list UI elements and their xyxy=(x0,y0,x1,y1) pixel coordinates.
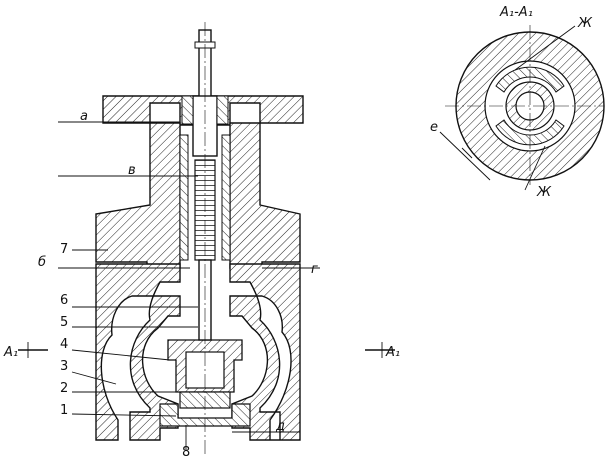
sleeve-left xyxy=(179,134,189,261)
letter-e: е xyxy=(430,120,438,135)
letter-v: в xyxy=(128,163,136,178)
section-title: A₁-A₁ xyxy=(499,5,533,20)
seat-ring xyxy=(159,403,251,427)
letter-zh-bottom: Ж xyxy=(536,185,552,200)
cut-label-right: A₁ xyxy=(385,345,400,360)
bonnet-left xyxy=(95,122,181,269)
letter-zh-top: Ж xyxy=(577,16,593,31)
body-right xyxy=(229,263,301,441)
leaders xyxy=(58,121,320,450)
sleeve-right xyxy=(221,134,231,261)
bonnet-right xyxy=(229,122,301,269)
section-a1 xyxy=(439,25,605,191)
packing-nut-right xyxy=(216,95,229,125)
part-2: 2 xyxy=(60,381,68,396)
letter-g: г xyxy=(311,262,318,277)
letter-b: б xyxy=(38,255,46,270)
labels: A₁-A₁ Ж Ж е а в б г д A₁ A₁ 7 6 5 4 3 2 … xyxy=(3,5,593,460)
part-5: 5 xyxy=(60,315,68,330)
letter-a: а xyxy=(80,109,88,124)
letter-d: д xyxy=(275,419,285,434)
main-section xyxy=(18,22,395,455)
packing-nut-left xyxy=(181,95,194,125)
part-1: 1 xyxy=(60,403,68,418)
part-4: 4 xyxy=(60,337,68,352)
body-left xyxy=(95,263,181,441)
cut-label-left: A₁ xyxy=(3,345,18,360)
part-6: 6 xyxy=(60,293,68,308)
part-3: 3 xyxy=(60,359,68,374)
part-7: 7 xyxy=(60,242,68,257)
part-8: 8 xyxy=(182,445,190,460)
